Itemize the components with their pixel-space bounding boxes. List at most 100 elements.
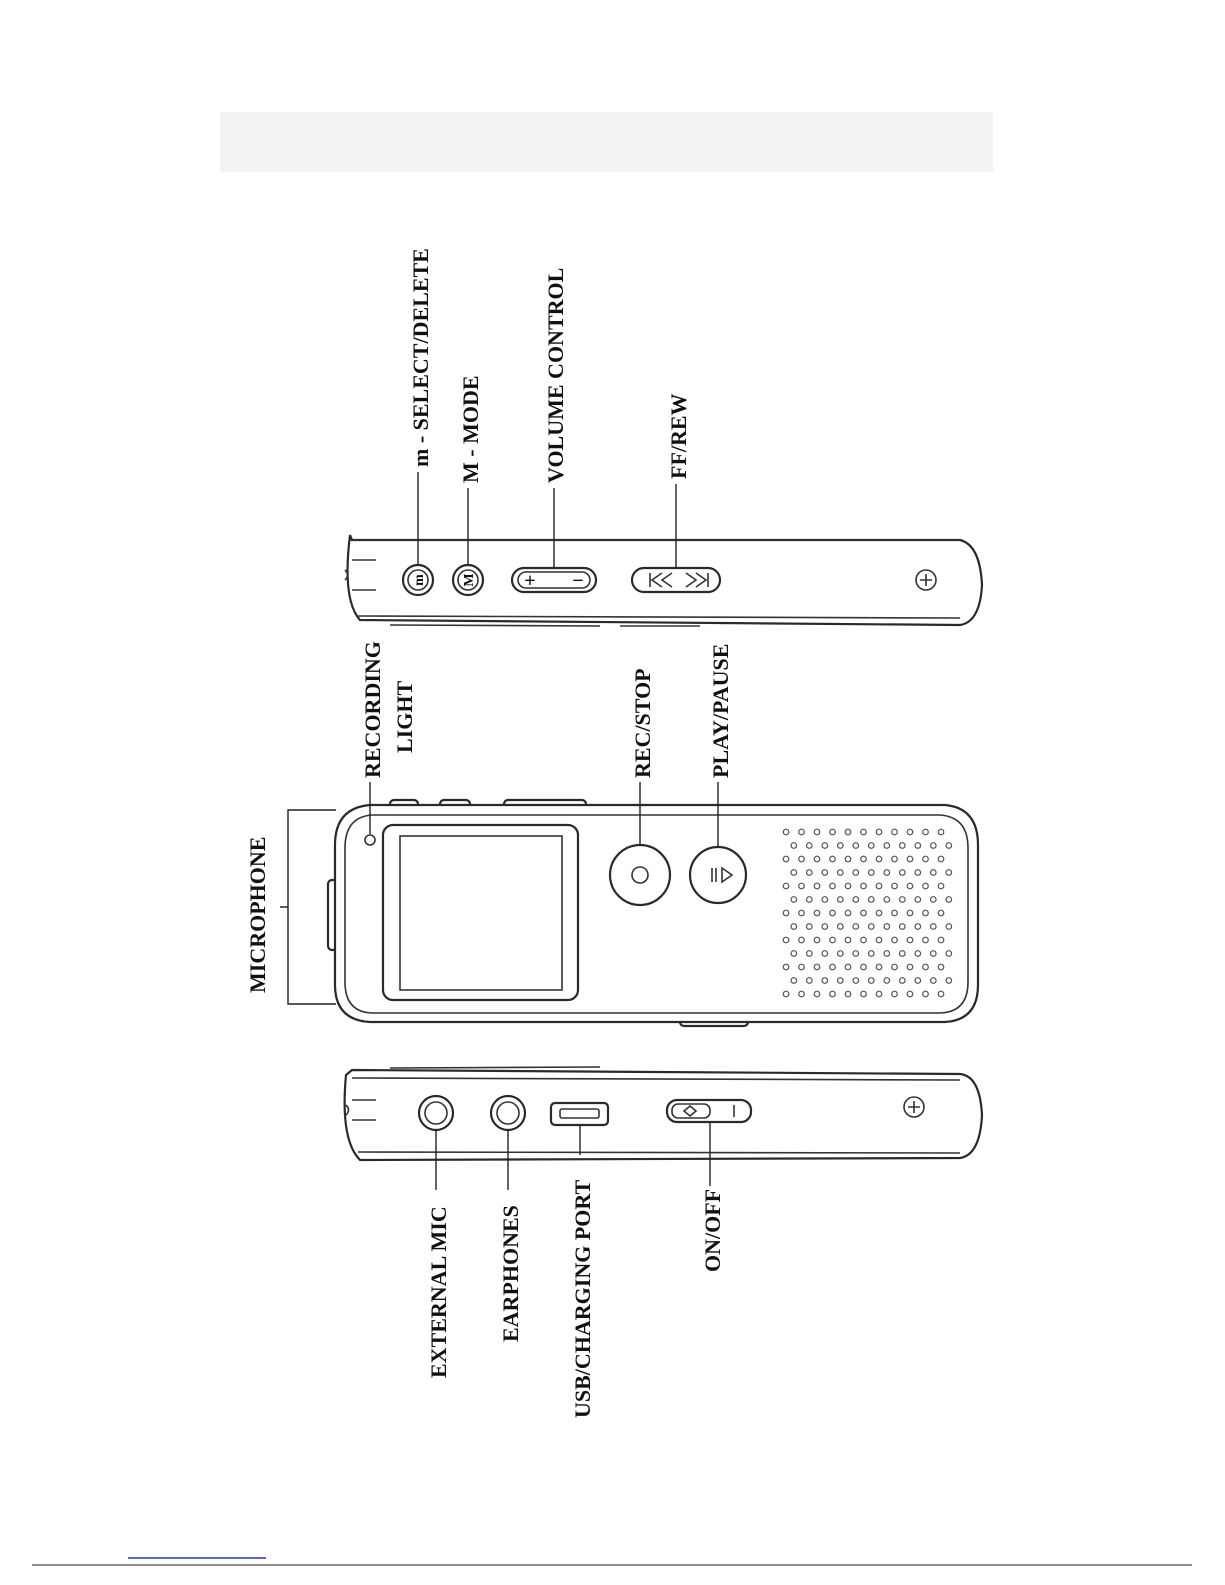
- speaker-hole: [861, 883, 867, 889]
- speaker-hole: [822, 843, 828, 849]
- speaker-hole: [783, 937, 789, 943]
- speaker-hole: [946, 870, 952, 876]
- speaker-hole: [845, 856, 851, 862]
- speaker-hole: [884, 951, 890, 957]
- usb-port-icon[interactable]: [551, 1103, 608, 1125]
- speaker-hole: [853, 924, 859, 930]
- speaker-hole: [830, 937, 836, 943]
- power-switch-icon[interactable]: [667, 1100, 751, 1122]
- speaker-hole: [915, 978, 921, 984]
- speaker-hole: [838, 951, 844, 957]
- speaker-hole: [915, 843, 921, 849]
- speaker-hole: [900, 924, 906, 930]
- speaker-hole: [838, 870, 844, 876]
- speaker-hole: [799, 883, 805, 889]
- speaker-hole: [791, 951, 797, 957]
- speaker-hole: [876, 910, 882, 916]
- speaker-hole: [822, 924, 828, 930]
- speaker-hole: [814, 937, 820, 943]
- speaker-hole: [923, 856, 929, 862]
- play-pause-button[interactable]: [690, 847, 746, 903]
- speaker-hole: [946, 924, 952, 930]
- speaker-hole: [931, 924, 937, 930]
- speaker-hole: [799, 829, 805, 835]
- speaker-hole: [900, 951, 906, 957]
- label-select-delete: m - SELECT/DELETE: [408, 248, 433, 467]
- label-ff-rew: FF/REW: [666, 393, 691, 479]
- label-rec-stop: REC/STOP: [630, 668, 655, 778]
- speaker-hole: [938, 910, 944, 916]
- speaker-hole: [822, 978, 828, 984]
- speaker-hole: [830, 856, 836, 862]
- volume-rocker[interactable]: + −: [512, 568, 596, 592]
- speaker-hole: [845, 937, 851, 943]
- ff-rew-slider[interactable]: [632, 568, 720, 592]
- speaker-hole: [861, 937, 867, 943]
- speaker-hole: [892, 829, 898, 835]
- speaker-hole: [892, 883, 898, 889]
- speaker-hole: [861, 991, 867, 997]
- speaker-hole: [807, 951, 813, 957]
- external-mic-jack[interactable]: [419, 1096, 453, 1130]
- speaker-hole: [923, 937, 929, 943]
- speaker-hole: [853, 978, 859, 984]
- speaker-hole: [876, 964, 882, 970]
- speaker-hole: [869, 924, 875, 930]
- label-external-mic: EXTERNAL MIC: [426, 1206, 451, 1378]
- speaker-hole: [783, 964, 789, 970]
- speaker-hole: [814, 991, 820, 997]
- speaker-hole: [783, 910, 789, 916]
- speaker-hole: [946, 978, 952, 984]
- speaker-hole: [838, 924, 844, 930]
- speaker-hole: [807, 924, 813, 930]
- speaker-hole: [807, 978, 813, 984]
- speaker-hole: [931, 843, 937, 849]
- speaker-hole: [923, 910, 929, 916]
- select-button[interactable]: m: [403, 565, 433, 595]
- label-mode: M - MODE: [458, 375, 483, 483]
- speaker-hole: [791, 843, 797, 849]
- speaker-hole: [931, 897, 937, 903]
- speaker-hole: [814, 883, 820, 889]
- label-recording-light-1: RECORDING: [360, 641, 385, 778]
- earphones-jack[interactable]: [491, 1096, 525, 1130]
- speaker-hole: [869, 870, 875, 876]
- speaker-hole: [931, 870, 937, 876]
- label-microphone: MICROPHONE: [245, 837, 270, 993]
- select-button-glyph: m: [412, 574, 427, 586]
- speaker-hole: [783, 991, 789, 997]
- speaker-hole: [814, 964, 820, 970]
- speaker-hole: [869, 897, 875, 903]
- speaker-hole: [892, 856, 898, 862]
- bottom-side-view: [345, 1067, 982, 1160]
- speaker-hole: [799, 991, 805, 997]
- speaker-hole: [938, 856, 944, 862]
- speaker-hole: [830, 964, 836, 970]
- speaker-hole: [791, 870, 797, 876]
- front-view: [328, 800, 978, 1026]
- speaker-hole: [907, 910, 913, 916]
- speaker-hole: [869, 978, 875, 984]
- speaker-hole: [900, 897, 906, 903]
- speaker-hole: [938, 883, 944, 889]
- speaker-hole: [799, 856, 805, 862]
- speaker-hole: [807, 870, 813, 876]
- speaker-hole: [938, 964, 944, 970]
- speaker-hole: [923, 991, 929, 997]
- speaker-hole: [869, 951, 875, 957]
- speaker-hole: [938, 991, 944, 997]
- mode-button[interactable]: M: [453, 565, 483, 595]
- speaker-hole: [876, 829, 882, 835]
- speaker-hole: [876, 856, 882, 862]
- speaker-hole: [861, 910, 867, 916]
- speaker-hole: [923, 964, 929, 970]
- speaker-hole: [845, 829, 851, 835]
- speaker-hole: [845, 910, 851, 916]
- speaker-hole: [907, 964, 913, 970]
- speaker-hole: [799, 910, 805, 916]
- rec-stop-button[interactable]: [610, 845, 670, 905]
- speaker-hole: [838, 897, 844, 903]
- speaker-hole: [861, 856, 867, 862]
- speaker-hole: [931, 951, 937, 957]
- speaker-hole: [923, 829, 929, 835]
